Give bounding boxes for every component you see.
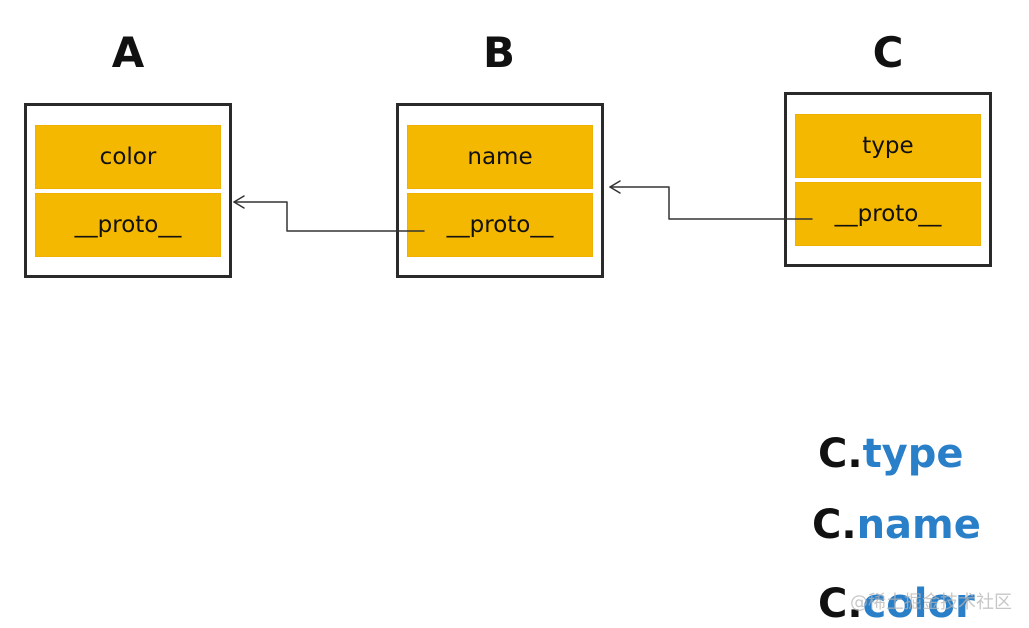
access-object: C	[818, 431, 848, 477]
object-c-field-proto: __proto__	[796, 183, 980, 245]
object-b-field-name: name	[408, 126, 592, 188]
object-b-field-proto: __proto__	[408, 194, 592, 256]
access-dot: .	[841, 502, 857, 548]
object-b-box: name __proto__	[396, 103, 604, 278]
object-a-field-color: color	[36, 126, 220, 188]
access-object: C	[818, 581, 848, 627]
object-c-box: type __proto__	[784, 92, 992, 267]
access-dot: .	[847, 581, 863, 627]
object-a-title: A	[111, 28, 145, 77]
access-property: name	[856, 502, 981, 548]
object-a-box: color __proto__	[24, 103, 232, 278]
link-b-to-a-arrowhead	[233, 195, 245, 209]
access-example-type: C.type	[818, 434, 964, 474]
object-a-field-proto: __proto__	[36, 194, 220, 256]
access-example-name: C.name	[812, 505, 981, 545]
object-b-title: B	[482, 28, 515, 77]
watermark: @稀土掘金技术社区	[850, 592, 1012, 613]
link-c-to-b-arrowhead	[609, 180, 621, 194]
access-example-color: C.color	[818, 584, 975, 624]
access-property: type	[862, 431, 964, 477]
access-dot: .	[847, 431, 863, 477]
access-object: C	[812, 502, 842, 548]
link-c-proto-to-b	[609, 186, 813, 220]
object-c-field-type: type	[796, 115, 980, 177]
access-property: color	[862, 581, 975, 627]
object-c-title: C	[872, 28, 904, 77]
